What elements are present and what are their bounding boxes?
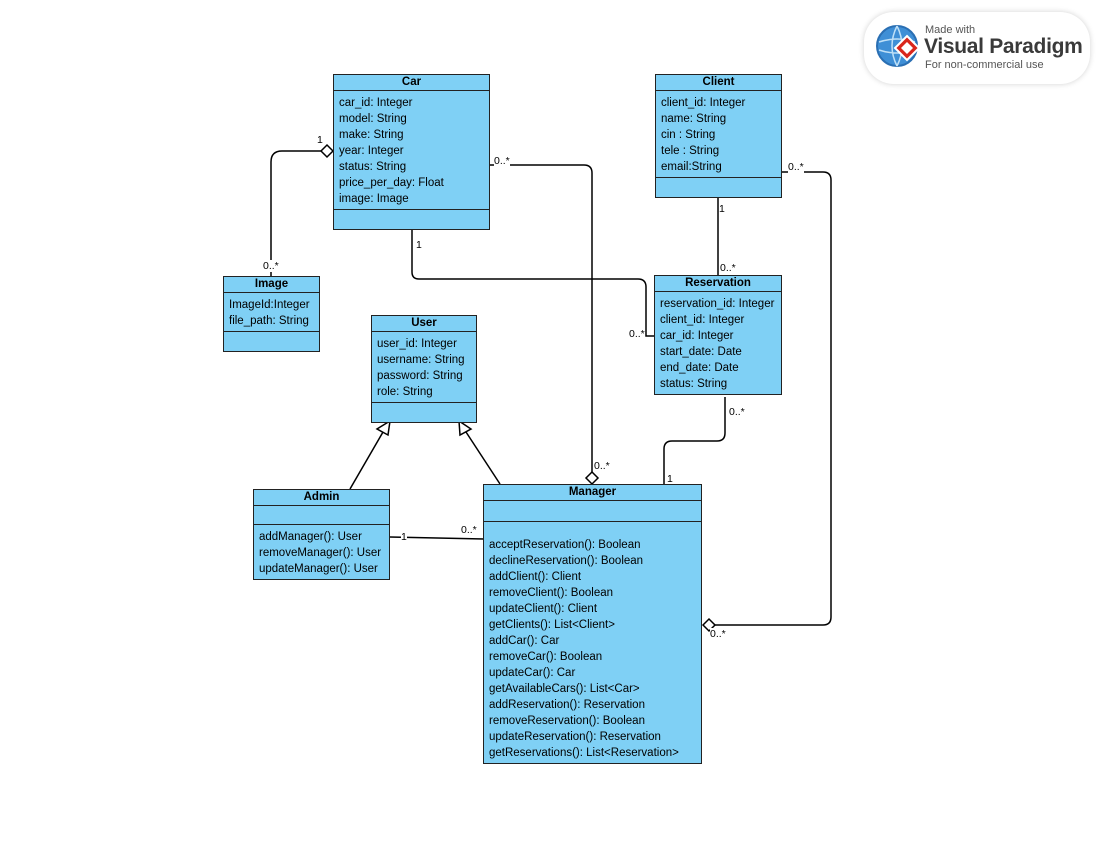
multiplicity-car-image-whole: 1 <box>317 134 323 146</box>
operation: updateClient(): Client <box>489 603 598 615</box>
client-manager-aggregation-line[interactable] <box>715 171 832 626</box>
multiplicity-reservation-manager-to: 1 <box>667 473 673 485</box>
attribute: password: String <box>377 370 463 382</box>
car-reservation-association-line[interactable] <box>411 228 654 337</box>
multiplicity-client-manager-part: 0..* <box>788 161 804 173</box>
admin-user-generalization-line[interactable] <box>349 431 384 490</box>
admin-user-generalization-arrowhead <box>375 419 391 437</box>
class-name: Admin <box>254 490 389 506</box>
attribute: cin : String <box>661 129 716 141</box>
multiplicity-car-image-part: 0..* <box>263 260 279 272</box>
class-name: Client <box>656 75 781 91</box>
class-client[interactable]: Client client_id: Integer name: String cin… <box>655 74 782 198</box>
attribute: role: String <box>377 386 433 398</box>
attribute: status: String <box>660 378 728 390</box>
multiplicity-client-manager-whole: 0..* <box>710 628 726 640</box>
operation: updateManager(): User <box>259 563 378 575</box>
operation: removeReservation(): Boolean <box>489 715 645 727</box>
class-name: User <box>372 316 476 332</box>
operation: removeClient(): Boolean <box>489 587 614 599</box>
operations-section: acceptReservation(): Boolean declineReser… <box>484 522 701 763</box>
attributes-section <box>254 506 389 525</box>
attribute: client_id: Integer <box>660 314 745 326</box>
class-name: Car <box>334 75 489 91</box>
operation: addCar(): Car <box>489 635 560 647</box>
operation: addClient(): Client <box>489 571 582 583</box>
multiplicity-reservation-manager-from: 0..* <box>729 406 745 418</box>
attribute: image: Image <box>339 193 409 205</box>
operation: updateCar(): Car <box>489 667 576 679</box>
operations-section <box>372 403 476 422</box>
multiplicity-car-reservation-from: 1 <box>416 239 422 251</box>
operations-section <box>224 332 319 351</box>
class-name: Manager <box>484 485 701 501</box>
attributes-section: ImageId:Integer file_path: String <box>224 293 319 332</box>
attribute: car_id: Integer <box>660 330 734 342</box>
attribute: start_date: Date <box>660 346 742 358</box>
attribute: email:String <box>661 161 722 173</box>
multiplicity-client-reservation-to: 0..* <box>720 262 736 274</box>
multiplicity-client-reservation-from: 1 <box>719 203 725 215</box>
attribute: model: String <box>339 113 407 125</box>
operation: getClients(): List<Client> <box>489 619 615 631</box>
operation: addReservation(): Reservation <box>489 699 645 711</box>
class-reservation[interactable]: Reservation reservation_id: Integer clien… <box>654 275 782 395</box>
operation: getAvailableCars(): List<Car> <box>489 683 640 695</box>
manager-user-generalization-arrowhead <box>458 419 473 437</box>
made-with-text: Made with <box>925 24 976 36</box>
operation: removeCar(): Boolean <box>489 651 603 663</box>
attribute: make: String <box>339 129 404 141</box>
operation: removeManager(): User <box>259 547 382 559</box>
operations-section <box>656 178 781 197</box>
attribute: price_per_day: Float <box>339 177 444 189</box>
attributes-section: user_id: Integer username: String password… <box>372 332 476 403</box>
visual-paradigm-badge: Made with Visual Paradigm For non-commer… <box>864 12 1090 84</box>
attributes-section: car_id: Integer model: String make: String… <box>334 91 489 210</box>
class-admin[interactable]: Admin addManager(): User removeManager():… <box>253 489 390 580</box>
class-user[interactable]: User user_id: Integer username: String pas… <box>371 315 477 423</box>
brand-name: Visual Paradigm <box>924 35 1083 58</box>
visual-paradigm-logo-icon <box>876 25 921 67</box>
attributes-section: reservation_id: Integer client_id: Intege… <box>655 292 781 394</box>
car-manager-aggregation-line[interactable] <box>490 164 593 472</box>
attribute: tele : String <box>661 145 720 157</box>
attribute: car_id: Integer <box>339 97 413 109</box>
multiplicity-car-reservation-to: 0..* <box>629 328 645 340</box>
attribute: name: String <box>661 113 727 125</box>
multiplicity-car-manager-whole: 0..* <box>594 460 610 472</box>
operations-section <box>334 210 489 229</box>
class-name: Image <box>224 277 319 293</box>
attribute: status: String <box>339 161 407 173</box>
operation: declineReservation(): Boolean <box>489 555 644 567</box>
class-name: Reservation <box>655 276 781 292</box>
car-image-aggregation-line[interactable] <box>270 150 321 276</box>
attribute: client_id: Integer <box>661 97 746 109</box>
attribute: ImageId:Integer <box>229 299 310 311</box>
class-image[interactable]: Image ImageId:Integer file_path: String <box>223 276 320 352</box>
operation: addManager(): User <box>259 531 362 543</box>
car-image-aggregation-diamond <box>319 143 335 159</box>
reservation-manager-association-line[interactable] <box>663 397 726 484</box>
operations-section: addManager(): User removeManager(): User u… <box>254 525 389 579</box>
attribute: username: String <box>377 354 465 366</box>
class-manager[interactable]: Manager acceptReservation(): Boolean decl… <box>483 484 702 764</box>
manager-user-generalization-line[interactable] <box>465 431 501 485</box>
attributes-section <box>484 501 701 522</box>
multiplicity-admin-manager-from: 1 <box>401 531 407 543</box>
attribute: file_path: String <box>229 315 309 327</box>
attribute: user_id: Integer <box>377 338 457 350</box>
operation: updateReservation(): Reservation <box>489 731 661 743</box>
operation: getReservations(): List<Reservation> <box>489 747 679 759</box>
attribute: end_date: Date <box>660 362 739 374</box>
car-manager-aggregation-diamond <box>584 470 600 486</box>
operation: acceptReservation(): Boolean <box>489 539 641 551</box>
non-commercial-note: For non-commercial use <box>925 59 1044 71</box>
attribute: reservation_id: Integer <box>660 298 775 310</box>
multiplicity-car-manager-part: 0..* <box>494 155 510 167</box>
attribute: year: Integer <box>339 145 404 157</box>
multiplicity-admin-manager-to: 0..* <box>461 524 477 536</box>
class-car[interactable]: Car car_id: Integer model: String make: St… <box>333 74 490 230</box>
attributes-section: client_id: Integer name: String cin : Stri… <box>656 91 781 178</box>
